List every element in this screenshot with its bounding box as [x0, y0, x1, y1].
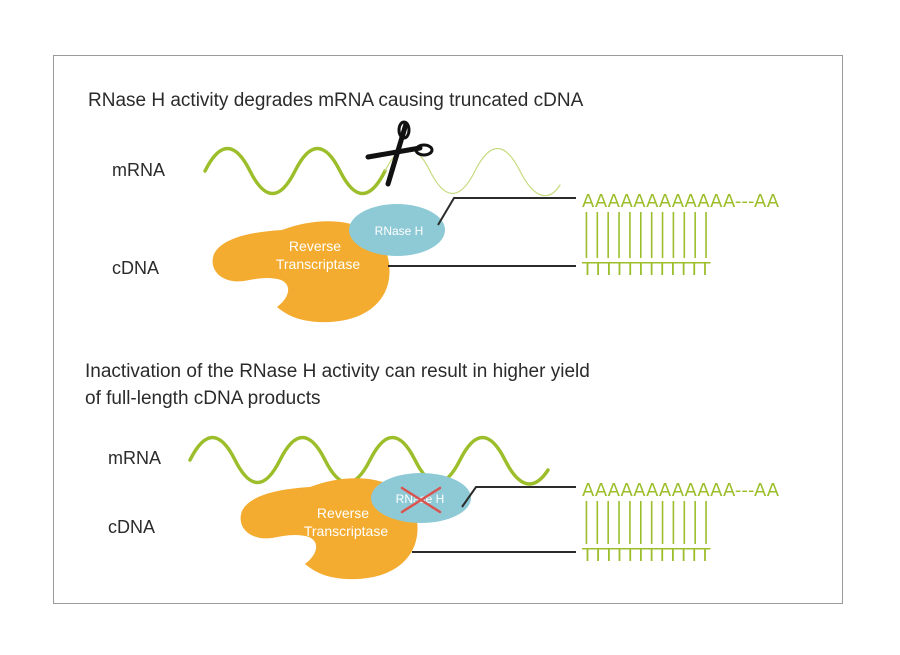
top-rnase-h-ellipse — [349, 204, 445, 256]
top-title: RNase H activity degrades mRNA causing t… — [88, 90, 584, 111]
bottom-rnase-h-ellipse — [371, 473, 471, 523]
top-mrna-connector — [437, 197, 576, 226]
bottom-enzyme-line1: Reverse — [317, 505, 369, 521]
bottom-base-pair-bonds — [585, 501, 707, 544]
bottom-mrna-wave — [188, 435, 550, 486]
bottom-mrna-label: mRNA — [108, 448, 161, 468]
top-polyT-sequence: TTTTTTTTTTTT — [581, 259, 711, 280]
top-reverse-transcriptase — [212, 221, 390, 323]
top-mrna-degraded-wave — [384, 147, 561, 197]
cross-icon — [400, 486, 442, 514]
top-base-pair-bonds — [585, 212, 707, 258]
bottom-enzyme-line2: Transcriptase — [304, 523, 389, 539]
top-enzyme-line1: Reverse — [289, 238, 341, 254]
top-mrna-wave — [203, 146, 387, 196]
top-enzyme-line2: Transcriptase — [276, 256, 361, 272]
bottom-polyT-sequence: TTTTTTTTTTTT — [581, 545, 711, 566]
bottom-cdna-label: cDNA — [108, 517, 156, 537]
bottom-mrna-connector — [461, 486, 576, 508]
top-polyA-sequence: AAAAAAAAAAAA---AA — [582, 191, 780, 212]
bottom-title-line1: Inactivation of the RNase H activity can… — [85, 361, 590, 382]
top-cdna-label: cDNA — [112, 258, 160, 278]
bottom-polyA-sequence: AAAAAAAAAAAA---AA — [582, 480, 780, 501]
bottom-title-line2: of full-length cDNA products — [85, 388, 321, 409]
diagram-frame — [53, 55, 843, 604]
top-mrna-label: mRNA — [112, 160, 165, 180]
top-rnase-h-label: RNase H — [375, 224, 424, 238]
scissors-icon — [365, 120, 434, 187]
